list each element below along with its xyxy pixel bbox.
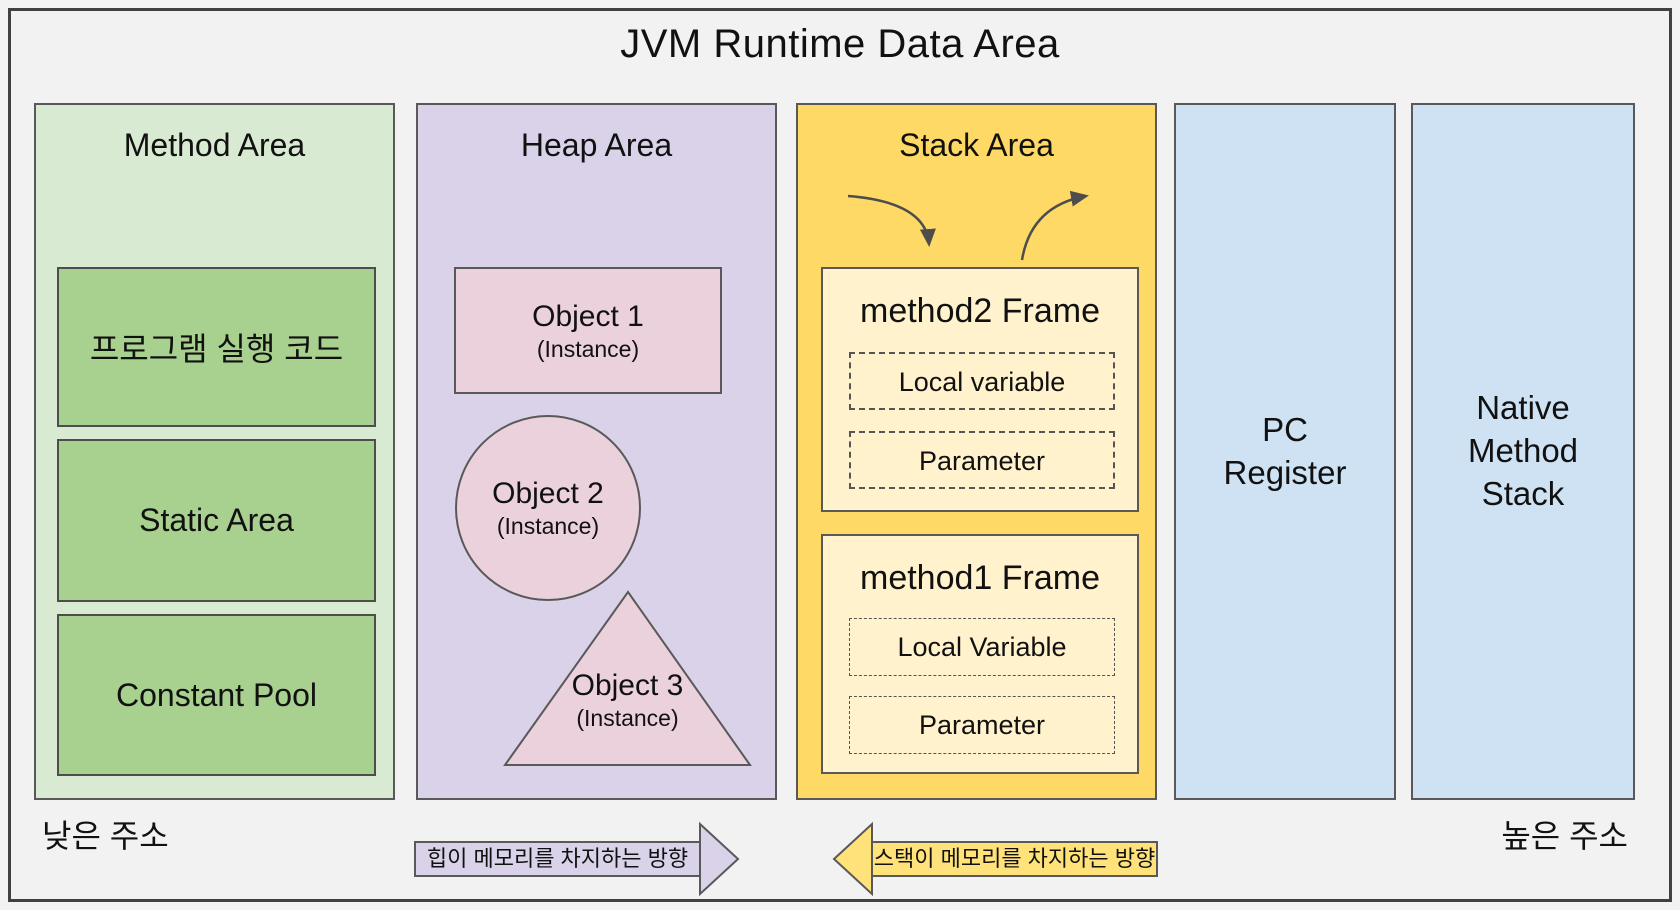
object1-name: Object 1 <box>532 299 644 333</box>
native-method-stack-column: Native Method Stack <box>1411 103 1635 800</box>
native-method-stack-label: Native Method Stack <box>1467 389 1579 512</box>
stack-area-column: Stack Area method2 Frame Local variable … <box>796 103 1157 800</box>
method2-local-variable-slot: Local variable <box>849 352 1115 410</box>
object2-subtitle: (Instance) <box>496 513 600 539</box>
object2-circle: Object 2 (Instance) <box>455 415 641 601</box>
high-address-label: 높은 주소 <box>1501 818 1628 854</box>
method1-frame: method1 Frame Local Variable Parameter <box>821 534 1139 774</box>
method2-frame: method2 Frame Local variable Parameter <box>821 267 1139 512</box>
object2-name: Object 2 <box>492 477 604 510</box>
method1-parameter-slot: Parameter <box>849 696 1115 754</box>
program-code-box: 프로그램 실행 코드 <box>57 267 376 427</box>
constant-pool-box: Constant Pool <box>57 614 376 776</box>
pc-register-column: PC Register <box>1174 103 1396 800</box>
method2-frame-title: method2 Frame <box>860 292 1100 330</box>
method1-frame-title: method1 Frame <box>860 559 1100 597</box>
stack-area-label: Stack Area <box>899 127 1054 163</box>
diagram-border <box>8 8 1672 902</box>
method-area-column: Method Area 프로그램 실행 코드 Static Area Const… <box>34 103 395 800</box>
method-area-label: Method Area <box>123 127 306 163</box>
method1-local-variable-slot: Local Variable <box>849 618 1115 676</box>
object3-subtitle: (Instance) <box>576 705 679 731</box>
stack-direction-label: 스택이 메모리를 차지하는 방향 <box>873 846 1156 871</box>
object1-rectangle: Object 1 (Instance) <box>454 267 722 394</box>
pc-register-label: PC Register <box>1223 410 1347 491</box>
static-area-box: Static Area <box>57 439 376 602</box>
method2-parameter-slot: Parameter <box>849 431 1115 489</box>
heap-direction-label: 힙이 메모리를 차지하는 방향 <box>426 846 689 871</box>
object3-name: Object 3 <box>571 669 684 702</box>
heap-area-label: Heap Area <box>520 127 673 163</box>
low-address-label: 낮은 주소 <box>42 818 169 854</box>
object1-subtitle: (Instance) <box>536 335 640 362</box>
page-title: JVM Runtime Data Area <box>620 22 1060 66</box>
object3-label: Object 3 (Instance) <box>505 668 750 732</box>
